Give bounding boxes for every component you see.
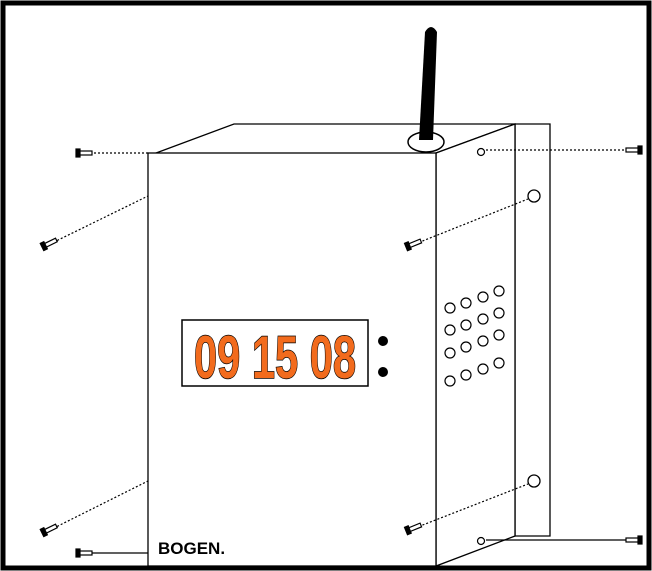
vent-hole-icon (477, 363, 489, 375)
vent-hole-icon (444, 302, 456, 314)
vent-hole-icon (460, 319, 472, 331)
screw-icon (39, 523, 59, 538)
vent-hole-icon (444, 375, 456, 387)
screw-icon (625, 145, 643, 155)
screw-icon (39, 237, 59, 252)
vent-hole-icon (444, 347, 456, 359)
brand-logo: BOGEN. (158, 539, 225, 558)
box-right-face (435, 123, 516, 567)
mounting-hole-top-right (476, 147, 486, 157)
screw-icon (403, 522, 423, 536)
vent-grille (444, 285, 505, 387)
leader-upper-right (414, 198, 529, 245)
digital-display: 09 15 08 (181, 319, 369, 392)
leader-lower-right (414, 483, 529, 529)
vent-hole-icon (460, 369, 472, 381)
indicator-dot-icon (378, 336, 388, 346)
screws (39, 145, 643, 558)
vent-hole-icon (493, 285, 505, 297)
display-time: 09 15 08 (194, 324, 356, 391)
vent-hole-icon (493, 307, 505, 319)
indicator-dot-icon (378, 367, 388, 377)
vent-hole-icon (444, 324, 456, 336)
vent-hole-icon (493, 357, 505, 369)
screw-icon (75, 548, 93, 558)
screw-icon (625, 535, 643, 545)
mounting-hole-lower (527, 474, 541, 488)
vent-hole-icon (460, 297, 472, 309)
mounting-hole-bottom-right (476, 536, 486, 546)
antenna-icon (407, 27, 445, 153)
screw-icon (75, 148, 93, 158)
vent-hole-icon (460, 341, 472, 353)
vent-hole-icon (477, 313, 489, 325)
box-side-plate (514, 123, 551, 537)
screw-leaders (49, 149, 628, 554)
vent-hole-icon (493, 329, 505, 341)
display-window (181, 319, 369, 387)
vent-hole-icon (477, 335, 489, 347)
antenna-rod (419, 27, 437, 140)
screw-icon (403, 238, 423, 252)
vent-hole-icon (477, 291, 489, 303)
mounting-hole-upper (527, 189, 541, 203)
